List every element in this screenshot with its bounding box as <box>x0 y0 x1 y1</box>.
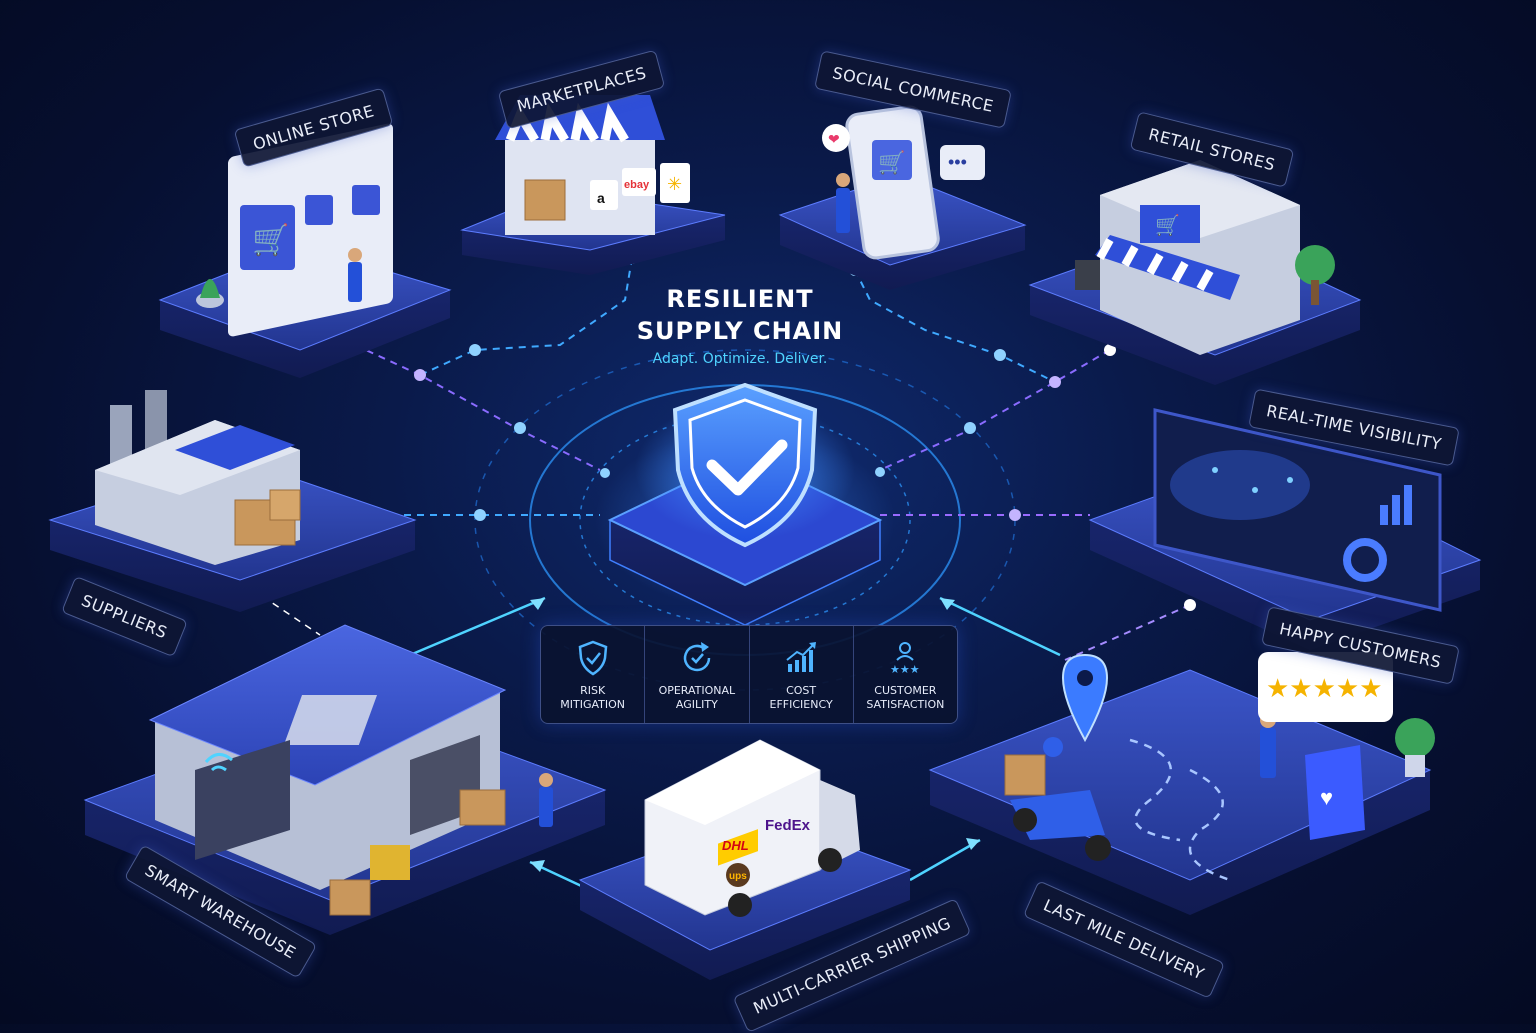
multi-carrier-shipping-platform: DHL FedEx ups <box>578 739 912 980</box>
benefit-risk-mitigation: RISK MITIGATION <box>541 626 646 723</box>
benefit-cost-efficiency: COST EFFICIENCY <box>750 626 854 723</box>
location-pin-icon <box>1061 653 1109 743</box>
bag-heart-icon: ♥ <box>1320 785 1333 810</box>
forklift-icon <box>370 845 410 880</box>
dhl-logo: DHL <box>722 838 749 853</box>
shield-check-icon <box>578 640 607 675</box>
donut-chart-icon <box>1343 538 1387 582</box>
ebay-logo: ebay <box>624 179 650 191</box>
walmart-spark-icon: ✳ <box>667 174 682 194</box>
benefit-label: CUSTOMER SATISFACTION <box>866 683 945 711</box>
refresh-icon <box>683 641 711 671</box>
benefit-operational-agility: OPERATIONAL AGILITY <box>645 626 750 723</box>
ups-logo: ups <box>729 871 747 882</box>
last-mile-delivery-platform: ♥ ★★★★★ <box>928 652 1435 915</box>
tagline: Adapt. Optimize. Deliver. <box>652 351 828 367</box>
title-line-1: RESILIENT <box>666 285 814 313</box>
heart-bubble-icon: ❤ <box>828 131 840 147</box>
smart-warehouse-platform <box>83 624 607 935</box>
title-block: RESILIENT SUPPLY CHAIN Adapt. Optimize. … <box>590 283 890 367</box>
cart-icon: 🛒 <box>252 222 289 257</box>
chat-bubble-icon: ••• <box>948 152 967 172</box>
benefit-customer-satisfaction: ★★★ CUSTOMER SATISFACTION <box>854 626 957 723</box>
online-store-platform: 🛒 <box>158 123 452 378</box>
fedex-logo: FedEx <box>765 817 811 834</box>
svg-text:★★★: ★★★ <box>890 664 920 676</box>
title-line-2: SUPPLY CHAIN <box>636 317 844 345</box>
marketplaces-platform: a ebay ✳ <box>460 95 726 275</box>
central-shield-platform <box>607 382 883 626</box>
benefit-label: RISK MITIGATION <box>560 683 625 711</box>
benefits-panel: RISK MITIGATION OPERATIONAL AGILITY COST… <box>540 625 958 724</box>
store-cart-icon: 🛒 <box>1155 213 1180 237</box>
shield-check-icon <box>672 382 818 548</box>
shopping-bag-icon <box>1305 745 1365 840</box>
arrow-heads <box>530 598 980 872</box>
growth-chart-icon <box>786 641 817 672</box>
phone-cart-icon: 🛒 <box>878 150 905 175</box>
retail-stores-platform: 🛒 <box>1028 160 1362 385</box>
suppliers-platform <box>48 390 417 612</box>
customer-stars-icon: ★★★ <box>890 641 920 676</box>
ups-badge <box>726 863 750 887</box>
benefit-label: COST EFFICIENCY <box>769 683 833 711</box>
five-stars-icon: ★★★★★ <box>1266 673 1383 703</box>
benefit-label: OPERATIONAL AGILITY <box>658 683 736 711</box>
world-map-icon <box>1170 450 1310 520</box>
amazon-logo: a <box>597 190 605 206</box>
social-commerce-platform: 🛒 ❤ ••• <box>778 105 1027 290</box>
wifi-icon <box>204 753 233 772</box>
real-time-visibility-platform <box>1088 408 1482 650</box>
